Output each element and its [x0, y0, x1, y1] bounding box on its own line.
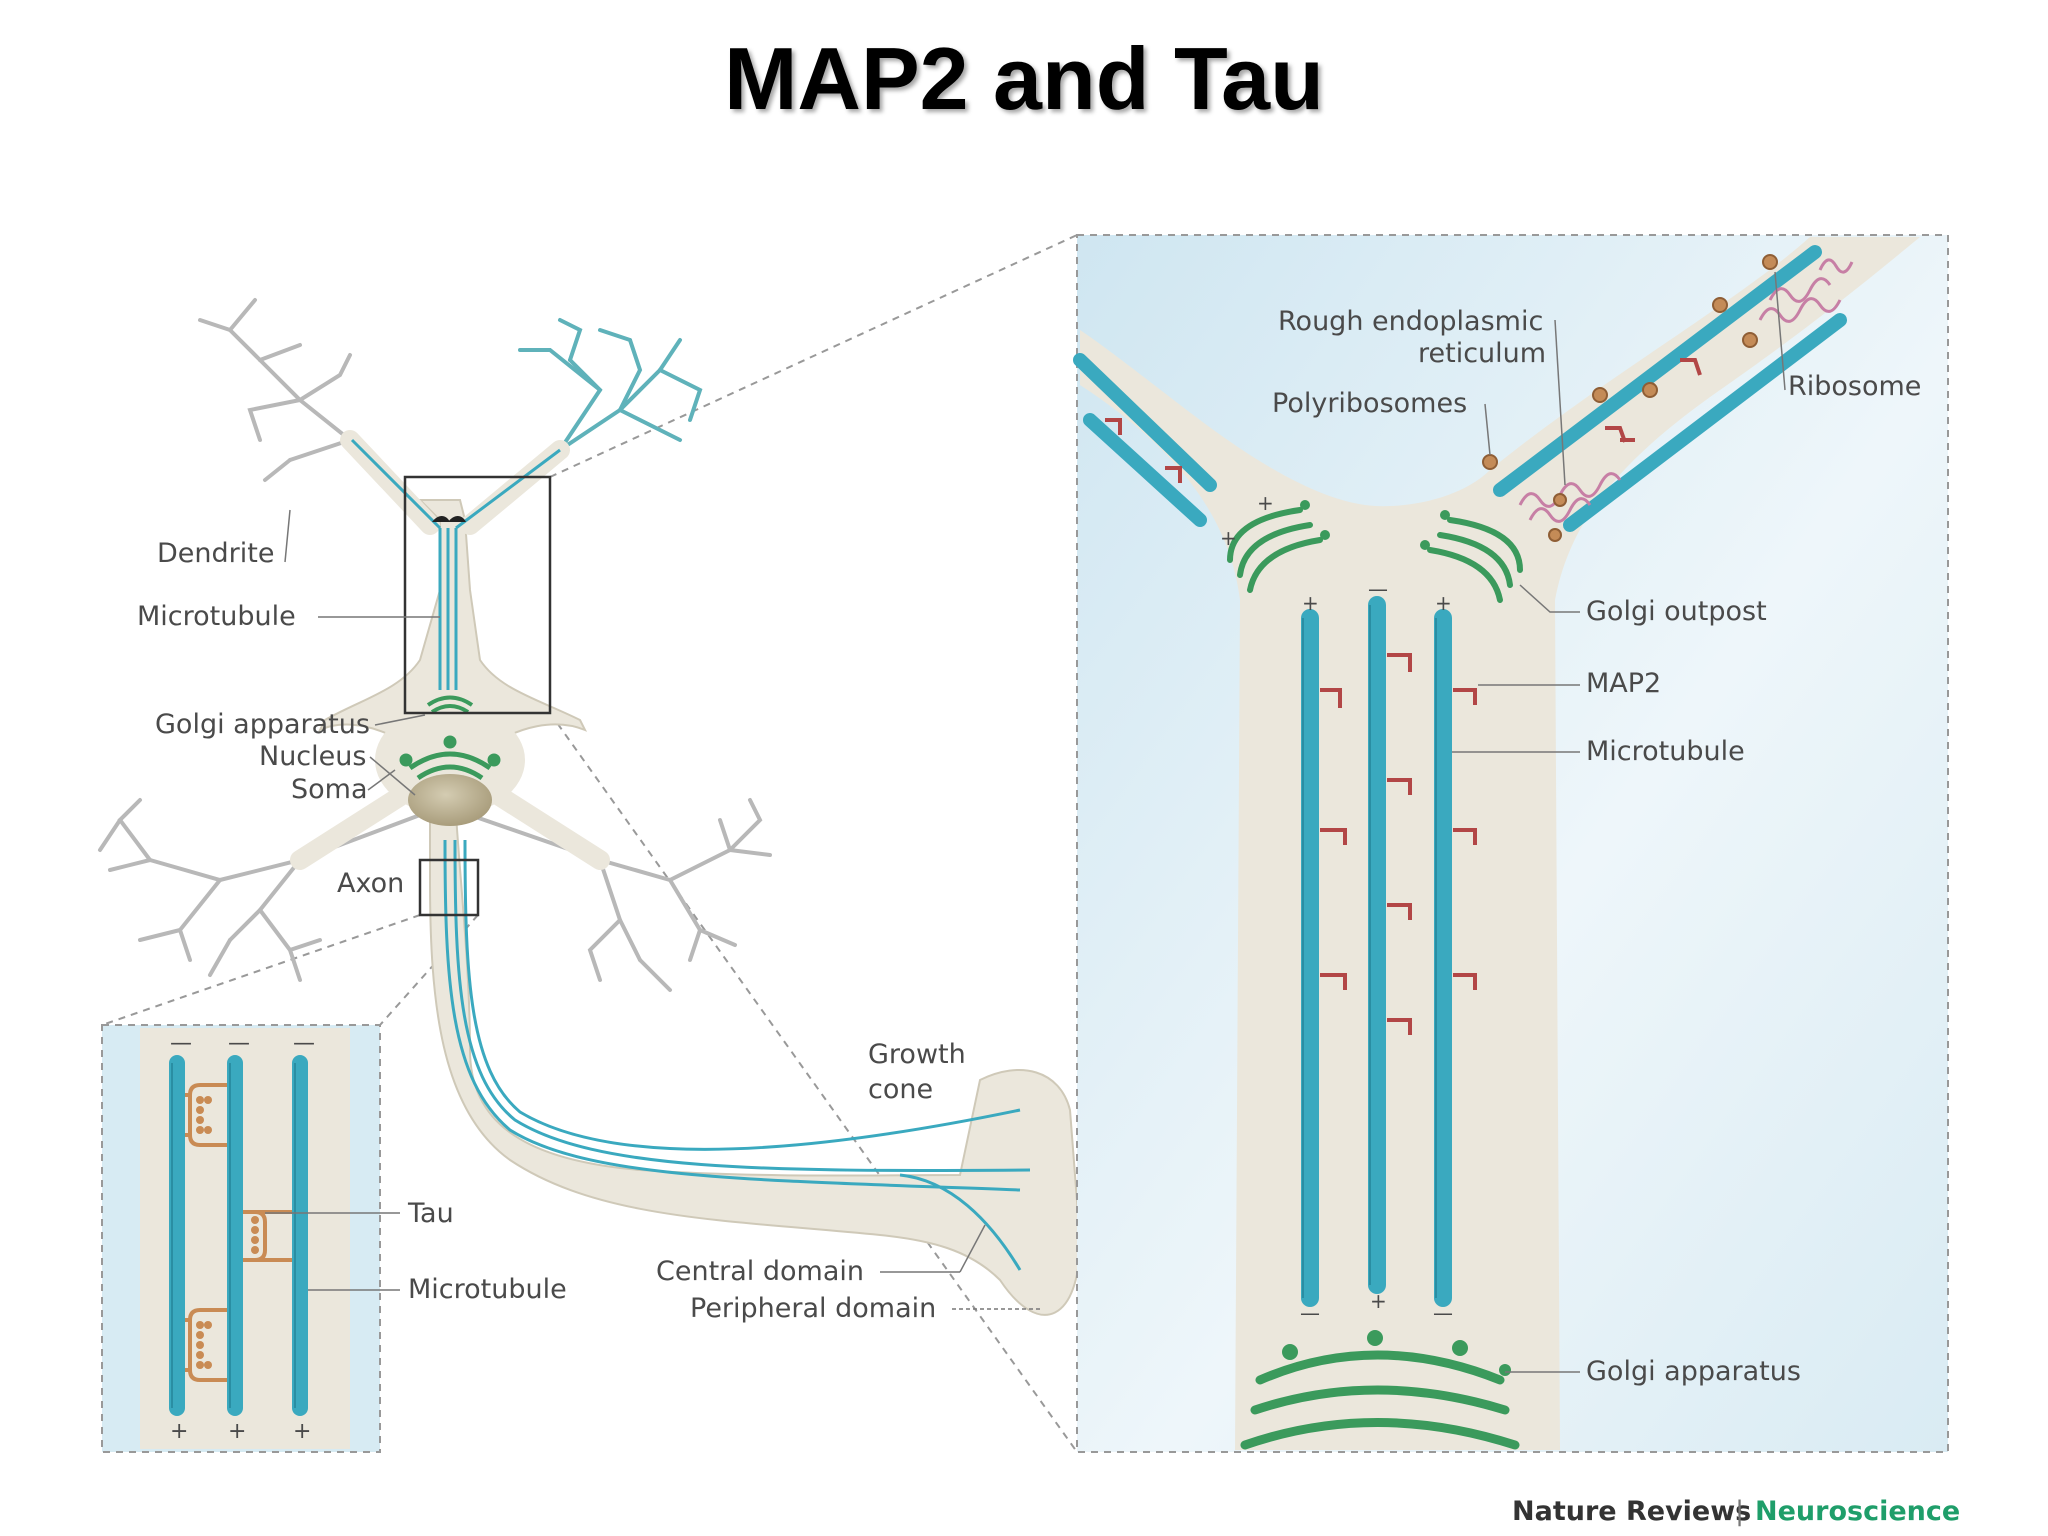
- dendrite-minus-bottom-2: —: [1433, 1301, 1453, 1325]
- dendrite-plus-top-1: +: [1302, 591, 1319, 615]
- label-nucleus: Nucleus: [259, 741, 366, 772]
- label-soma: Soma: [291, 774, 368, 805]
- neuron: [98, 298, 1082, 1316]
- golgi-small: [426, 695, 474, 714]
- credit-journal: Neuroscience: [1755, 1496, 1960, 1527]
- label-map2: MAP2: [1586, 668, 1661, 699]
- soma-body: [317, 499, 1082, 1316]
- axon-inset-plus-3: +: [293, 1419, 311, 1444]
- credit-publisher: Nature Reviews: [1512, 1496, 1751, 1527]
- axon-inset-labels: Tau Microtubule: [265, 1198, 567, 1305]
- dendrite-zoom-box: [403, 475, 552, 715]
- dendrite-inset-labels: Rough endoplasmic reticulum Polyribosome…: [1272, 271, 1921, 1387]
- label-peripheral-domain: Peripheral domain: [690, 1293, 936, 1324]
- rough-er: [1518, 258, 1854, 523]
- label-rer-1: Rough endoplasmic: [1278, 306, 1543, 337]
- map2-proteins: [1320, 653, 1477, 1035]
- label-microtubule-axon: Microtubule: [408, 1274, 567, 1305]
- branch-plus-2: +: [1220, 526, 1237, 550]
- tau-proteins: [185, 1083, 292, 1382]
- label-dendrite: Dendrite: [157, 538, 274, 569]
- dendrite-minus-bottom-1: —: [1300, 1301, 1320, 1325]
- neuron-labels: Dendrite Microtubule Golgi apparatus Nuc…: [137, 509, 1040, 1324]
- label-microtubule-dendrite: Microtubule: [1586, 736, 1745, 767]
- axon-inset-minus-1: —: [170, 1031, 192, 1056]
- axon-inset: — — — + + +: [101, 1024, 381, 1453]
- label-rer-2: reticulum: [1418, 338, 1546, 369]
- label-tau: Tau: [407, 1198, 454, 1229]
- label-ribosome: Ribosome: [1788, 371, 1921, 402]
- dendrite-minus-top: —: [1368, 577, 1388, 601]
- golgi-apparatus-trunk: [1240, 1350, 1520, 1450]
- page-title: MAP2 and Tau: [724, 29, 1324, 128]
- label-golgi-outpost: Golgi outpost: [1586, 596, 1767, 627]
- credit: Nature Reviews | Neuroscience: [1512, 1496, 1960, 1527]
- credit-separator: |: [1735, 1496, 1744, 1527]
- axon-inset-minus-2: —: [228, 1031, 250, 1056]
- dendrite-plus-bottom: +: [1370, 1289, 1387, 1313]
- label-growth-cone-2: cone: [868, 1074, 933, 1105]
- axon-inset-plus-1: +: [170, 1419, 188, 1444]
- golgi-apparatus-soma: [399, 735, 501, 781]
- branch-plus-1: +: [1257, 491, 1274, 515]
- label-microtubule: Microtubule: [137, 601, 296, 632]
- golgi-outposts: [1227, 507, 1523, 603]
- label-golgi-apparatus: Golgi apparatus: [155, 709, 370, 740]
- dendrite-plus-top-2: +: [1435, 591, 1452, 615]
- axon-inset-plus-2: +: [228, 1419, 246, 1444]
- label-central-domain: Central domain: [656, 1256, 864, 1287]
- nucleus: [408, 774, 492, 826]
- zoom-connector-lines: [101, 234, 1078, 1453]
- label-growth-cone-1: Growth: [868, 1039, 966, 1070]
- dendrite-inset: + — + — + — + +: [1073, 234, 1949, 1453]
- axon-zoom-box: [418, 858, 480, 917]
- axon-microtubules: [443, 839, 1031, 1271]
- ribosomes: [1482, 254, 1778, 542]
- axon-inset-minus-3: —: [293, 1031, 315, 1056]
- label-axon: Axon: [337, 868, 404, 899]
- label-polyribosomes: Polyribosomes: [1272, 388, 1467, 419]
- label-golgi-apparatus-dendrite: Golgi apparatus: [1586, 1356, 1801, 1387]
- dendrite-microtubules: [350, 438, 561, 690]
